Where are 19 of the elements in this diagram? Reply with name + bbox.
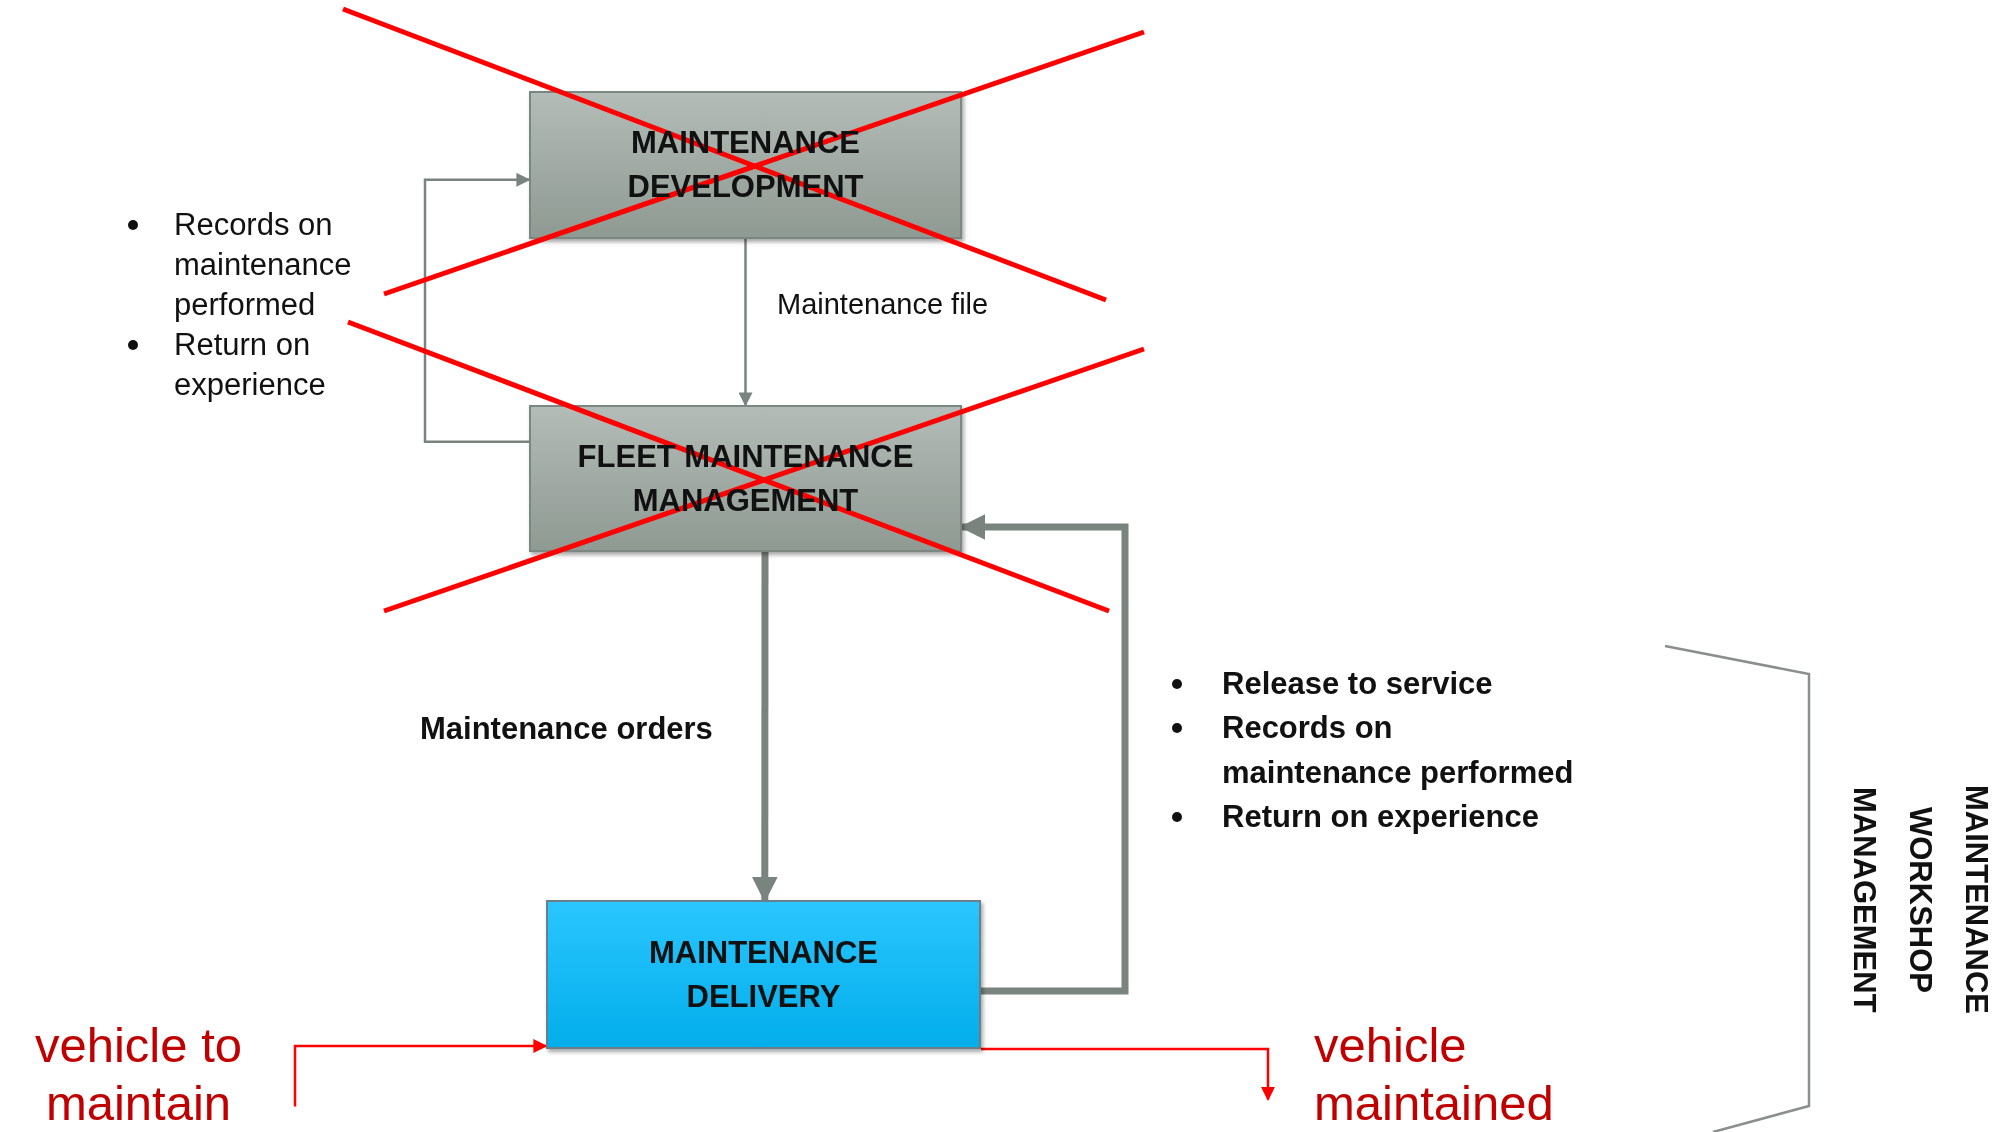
bullet-text: Release to service [1222,665,1494,703]
edge-label: Maintenance file [777,288,989,320]
arrow [738,239,753,407]
process-box [546,900,981,1049]
group-label: MAINTENANCE WORKSHOP MANAGEMENT [1846,784,1995,1017]
arrow [981,1047,1275,1101]
bullet-text: Records on maintenance performed [1222,709,1575,792]
process-box [529,405,962,552]
bullet-text: Return on experience [174,326,327,404]
arrow [423,172,531,443]
bullet-text: Return on experience [1222,798,1540,837]
arrow [293,1039,548,1107]
box-title: MAINTENANCE DELIVERY [648,934,879,1014]
edge-label: Maintenance orders [420,711,713,746]
flow-label: vehicle to maintain [35,1018,242,1130]
arrow [751,552,778,903]
process-box [529,91,962,239]
flow-label: vehicle maintained [1314,1018,1554,1130]
bullet-text: Records on maintenance performed [174,206,353,324]
